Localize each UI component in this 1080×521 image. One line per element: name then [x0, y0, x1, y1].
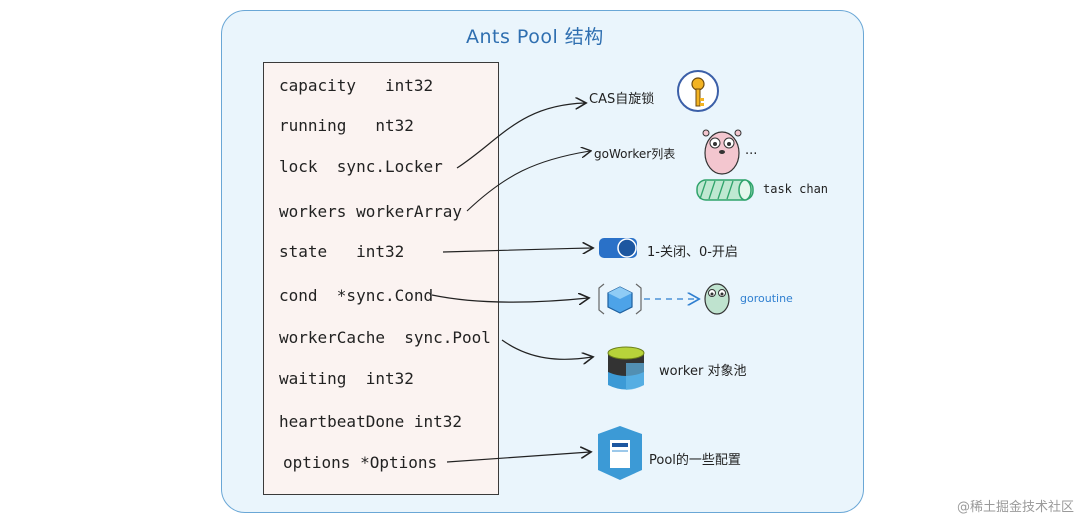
field-options: options *Options	[283, 453, 438, 472]
database-icon	[607, 346, 645, 390]
field-state: state int32	[279, 242, 405, 261]
field-heartbeatdone: heartbeatDone int32	[279, 412, 463, 431]
toggle-icon	[599, 238, 637, 258]
arrow-state	[442, 248, 592, 252]
arrow-workers	[466, 151, 590, 212]
field-running: running nt32	[279, 116, 414, 135]
watermark: @稀土掘金技术社区	[956, 500, 1074, 515]
field-lock: lock sync.Locker	[279, 157, 443, 176]
key-icon	[677, 70, 719, 112]
goroutine-label: goroutine	[740, 292, 793, 305]
cas-label: CAS自旋锁	[589, 92, 655, 107]
arrow-cond	[431, 295, 588, 302]
config-icon	[598, 426, 642, 480]
state-desc-label: 1-关闭、0-开启	[647, 245, 738, 260]
struct-box	[263, 62, 499, 495]
arrow-lock	[456, 103, 585, 169]
field-waiting: waiting int32	[279, 369, 414, 388]
field-workercache: workerCache sync.Pool	[279, 328, 491, 347]
cube-icon	[598, 283, 642, 315]
arrow-options	[446, 452, 590, 463]
gopher-pink-icon	[702, 129, 742, 175]
task-chan-label: task chan	[763, 182, 829, 196]
ellipsis-label: ...	[745, 143, 758, 158]
arrow-workercache	[501, 339, 592, 359]
worker-pool-label: worker 对象池	[659, 364, 747, 379]
field-cond: cond *sync.Cond	[279, 286, 434, 305]
goworker-label: goWorker列表	[594, 147, 676, 161]
field-workers: workers workerArray	[279, 202, 463, 221]
pool-config-label: Pool的一些配置	[649, 453, 741, 468]
gopher-green-icon	[704, 283, 730, 315]
field-capacity: capacity int32	[279, 76, 434, 95]
diagram-title: Ants Pool 结构	[466, 26, 604, 48]
task-chan-icon	[696, 179, 754, 201]
